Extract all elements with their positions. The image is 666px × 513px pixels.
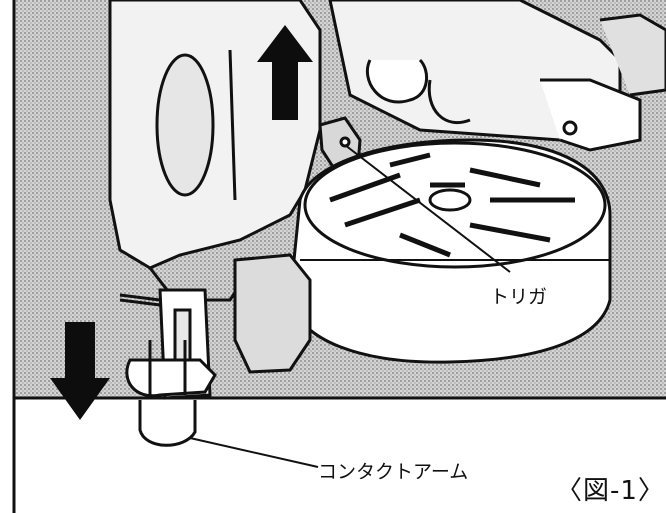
- trigger-leader-line: [344, 144, 511, 273]
- contact-arm: [138, 340, 197, 447]
- body-oval-window: [155, 53, 215, 197]
- down-arrow: [50, 322, 110, 420]
- hand-and-grip: [328, 0, 666, 152]
- coil-magazine: [288, 138, 612, 364]
- figure-number-label: 〈図-1〉: [556, 476, 665, 506]
- up-arrow: [257, 25, 313, 120]
- contact-arm-label: コンタクトアーム: [318, 461, 469, 483]
- nose-assembly: [119, 253, 312, 400]
- trigger-label: トリガ: [490, 286, 548, 308]
- contact-arm-leader-line: [189, 437, 319, 468]
